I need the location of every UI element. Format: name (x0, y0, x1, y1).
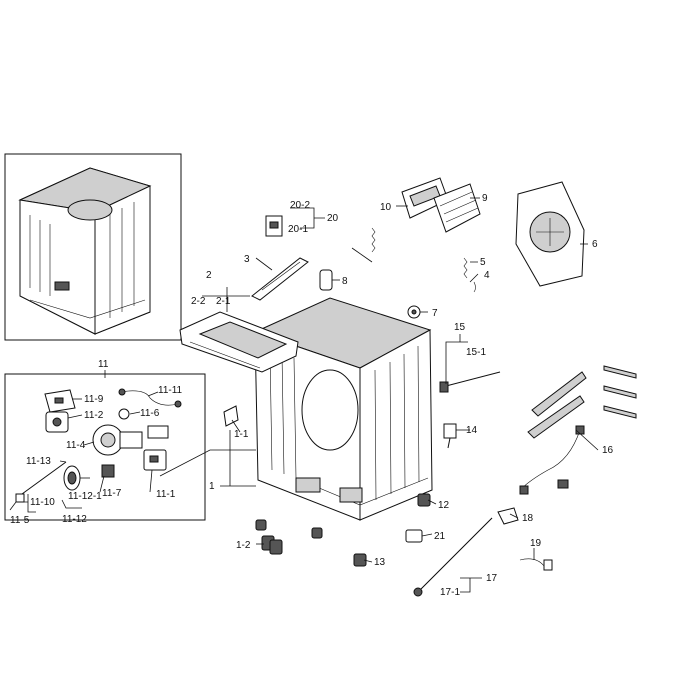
callout-18: 18 (522, 513, 534, 524)
callout-17-1: 17-1 (440, 587, 460, 598)
part-11-1-pump-motor (143, 449, 167, 471)
cabinet-right-wall (359, 329, 433, 521)
callout-11-4: 11-4 (66, 440, 86, 451)
part-21-clip (405, 529, 423, 543)
callout-20-1: 20-1 (288, 224, 308, 235)
callout-6: 6 (592, 239, 598, 250)
callout-11: 11 (98, 359, 109, 370)
callout-11-1: 11-1 (156, 489, 176, 500)
part-12-foot (417, 493, 431, 507)
part-17-drain-hose (413, 517, 493, 597)
callout-16: 16 (602, 445, 614, 456)
callout-20: 20 (327, 213, 339, 224)
callout-20-2: 20-2 (290, 200, 310, 211)
part-15-sensor (439, 371, 501, 393)
part-13-foot (353, 553, 367, 567)
callout-11-5: 11-5 (10, 515, 30, 526)
callout-labels: 1 1-1 1-2 2 2-1 2-2 3 4 5 6 7 8 9 10 11 … (10, 193, 614, 598)
callout-1-1: 1-1 (234, 429, 249, 440)
part-1-cabinet (253, 297, 433, 521)
inset-assembled-view (4, 153, 182, 341)
callout-2-1: 2-1 (216, 296, 231, 307)
callout-10: 10 (380, 202, 392, 213)
callout-11-10: 11-10 (30, 497, 55, 508)
callout-11-2: 11-2 (84, 410, 104, 421)
callout-11-7: 11-7 (102, 488, 122, 499)
part-11-4-pump-housing (92, 424, 169, 456)
callout-5: 5 (480, 257, 486, 268)
part-5-spring (463, 257, 468, 279)
callout-15-1: 15-1 (466, 347, 486, 358)
callout-11-13: 11-13 (26, 456, 51, 467)
part-3-rail (251, 257, 309, 301)
part-6-rear-panel (515, 181, 585, 287)
callout-1: 1 (209, 481, 215, 492)
part-2-top-panel (179, 311, 299, 373)
part-11-13-hose (21, 461, 67, 495)
callout-14: 14 (466, 425, 478, 436)
callout-2: 2 (206, 270, 212, 281)
callout-7: 7 (432, 308, 438, 319)
callout-11-11: 11-11 (158, 385, 183, 396)
callout-1-2: 1-2 (236, 540, 251, 551)
part-1-2-feet (255, 519, 323, 555)
callout-11-12: 11-12 (62, 514, 87, 525)
part-7-clip (407, 305, 421, 319)
callout-11-12-1: 11-12-1 (68, 491, 102, 502)
part-10-dispenser-drawer (401, 177, 449, 219)
callout-13: 13 (374, 557, 386, 568)
callout-2-2: 2-2 (191, 296, 206, 307)
part-9-dispenser-housing (433, 183, 481, 233)
callout-11-9: 11-9 (84, 394, 104, 405)
callout-17: 17 (486, 573, 498, 584)
part-11-9-pump-cover (44, 389, 76, 413)
part-18-hose-elbow (497, 507, 519, 525)
callout-8: 8 (342, 276, 348, 287)
callout-19: 19 (530, 538, 542, 549)
part-11-6-clamp (118, 408, 130, 420)
leader-lines (9, 197, 599, 593)
part-19-power-plug (519, 558, 553, 571)
callout-11-6: 11-6 (140, 408, 160, 419)
callout-4: 4 (484, 270, 490, 281)
part-11-5-plug (15, 493, 25, 503)
callout-9: 9 (482, 193, 488, 204)
part-11-11-wire-harness (118, 388, 182, 408)
part-11-7-filter-cap (101, 464, 115, 478)
part-4-hook (473, 281, 476, 293)
part-20-bracket (265, 215, 283, 237)
callout-3: 3 (244, 254, 250, 265)
part-8-cap (319, 269, 333, 291)
inset-cabinet (18, 167, 152, 335)
part-16-wire-harness (519, 365, 637, 495)
callout-12: 12 (438, 500, 450, 511)
part-14-valve (443, 423, 457, 449)
callout-21: 21 (434, 531, 446, 542)
part-1-1-bracket (223, 405, 239, 427)
inset-frame (4, 153, 182, 341)
part-11-2-motor (45, 411, 69, 433)
callout-15: 15 (454, 322, 466, 333)
part-11-12-filter (63, 465, 81, 491)
spring-part-near-20 (351, 227, 376, 263)
